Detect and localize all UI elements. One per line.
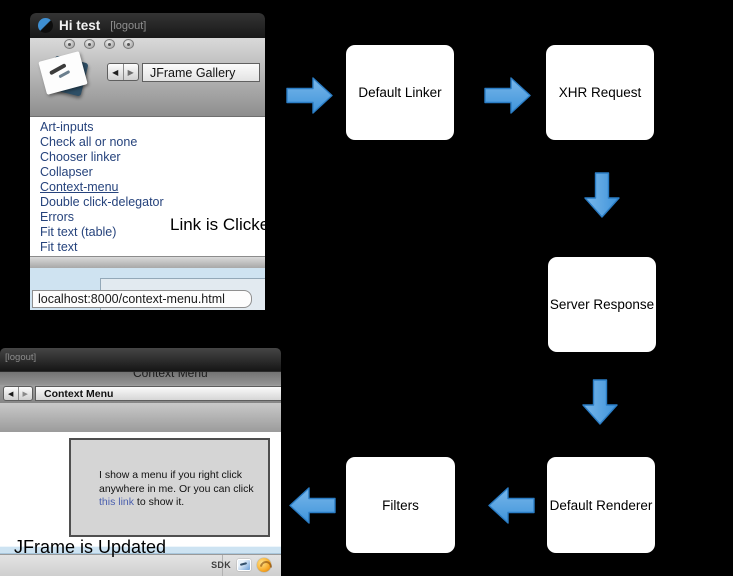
- window-button-icon[interactable]: [64, 39, 75, 49]
- caption-jframe-updated: JFrame is Updated: [14, 537, 167, 557]
- gallery-link[interactable]: Chooser linker: [40, 150, 121, 164]
- window-button-icon[interactable]: [104, 39, 115, 49]
- swirl-icon[interactable]: [257, 558, 271, 572]
- toolbar: [0, 403, 281, 432]
- forward-button[interactable]: ▶: [22, 390, 28, 398]
- gallery-link[interactable]: Fit text (table): [40, 225, 117, 239]
- flow-box-filters: Filters: [346, 457, 455, 553]
- gallery-link[interactable]: Art-inputs: [40, 120, 94, 134]
- arrow-left-icon: [487, 486, 535, 530]
- arrow-left-icon: [288, 486, 336, 530]
- status-bar: localhost:8000/context-menu.html: [30, 268, 265, 310]
- back-button[interactable]: ◀: [4, 387, 19, 400]
- gallery-link[interactable]: Check all or none: [40, 135, 138, 149]
- panel-text: to show it.: [134, 496, 185, 508]
- back-button[interactable]: ◀: [108, 64, 124, 80]
- window-title: Hi test: [59, 18, 101, 33]
- sdk-label: SDK: [211, 560, 231, 570]
- arrow-right-icon: [484, 76, 532, 120]
- logout-link[interactable]: [logout]: [110, 19, 147, 32]
- toolbar: ◀ ▶ JFrame Gallery: [30, 38, 265, 117]
- arrow-right-icon: [286, 76, 334, 120]
- page-title-field: JFrame Gallery: [142, 63, 260, 82]
- context-menu-target-box[interactable]: I show a menu if you right click anywher…: [69, 438, 270, 537]
- panel-text: anywhere in me. Or you can click: [99, 482, 254, 495]
- browser-window-context-menu: [logout] Context Menu ◀ ▶ Context Menu I…: [0, 348, 281, 576]
- flow-box-default-renderer: Default Renderer: [547, 457, 655, 553]
- photo-icon[interactable]: [237, 559, 251, 571]
- footer-bar: SDK: [0, 554, 281, 576]
- flow-box-default-linker: Default Linker: [346, 45, 454, 140]
- arrow-down-icon: [583, 172, 621, 224]
- caption-link-clicked: Link is Clicked: [170, 215, 265, 234]
- gallery-icon: [37, 47, 95, 105]
- flow-box-server-response: Server Response: [548, 257, 656, 352]
- this-link[interactable]: this link: [99, 496, 135, 508]
- gallery-link-context-menu[interactable]: Context-menu: [40, 180, 119, 194]
- page-content: Art-inputs Check all or none Chooser lin…: [30, 117, 265, 256]
- status-url-tooltip: localhost:8000/context-menu.html: [32, 290, 252, 308]
- footer-divider: [222, 555, 223, 576]
- browser-window-gallery: Hi test [logout] ◀ ▶ JFrame Gallery Art-…: [30, 13, 265, 310]
- forward-button[interactable]: ▶: [127, 67, 134, 77]
- window-button-icon[interactable]: [84, 39, 95, 49]
- history-buttons: ◀ ▶: [3, 386, 33, 401]
- gallery-link[interactable]: Errors: [40, 210, 75, 224]
- panel-text: I show a menu if you right click: [99, 469, 242, 481]
- page-title-field: Context Menu: [35, 386, 281, 401]
- flow-box-xhr-request: XHR Request: [546, 45, 654, 140]
- gallery-link[interactable]: Double click-delegator: [40, 195, 164, 209]
- nav-bar: ◀ ▶ Context Menu: [0, 385, 281, 403]
- gallery-link[interactable]: Fit text: [40, 240, 78, 254]
- window-button-icon[interactable]: [123, 39, 134, 49]
- titlebar: [logout]: [0, 348, 281, 371]
- gallery-link[interactable]: Collapser: [40, 165, 93, 179]
- status-bar: [0, 546, 281, 554]
- divider-bar: [30, 256, 265, 268]
- logout-link[interactable]: [logout]: [5, 352, 37, 363]
- arrow-down-icon: [581, 379, 619, 431]
- history-buttons: ◀ ▶: [107, 63, 139, 81]
- titlebar: Hi test [logout]: [30, 13, 265, 38]
- page-content: I show a menu if you right click anywher…: [0, 432, 281, 546]
- window-title-strip: Context Menu: [0, 371, 281, 385]
- app-icon: [38, 18, 53, 33]
- window-title: Context Menu: [133, 371, 208, 380]
